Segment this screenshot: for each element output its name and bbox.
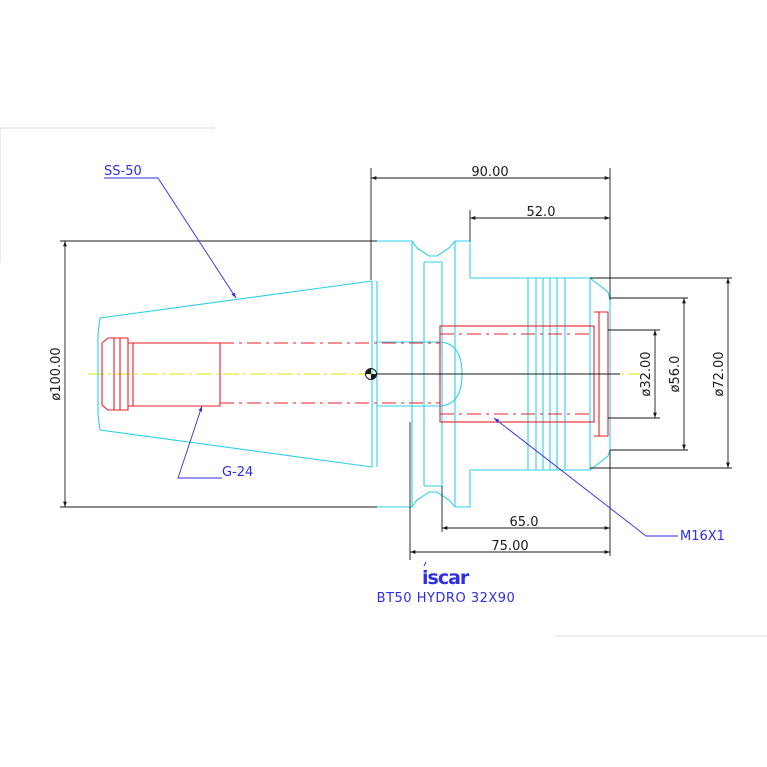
dim-52: 52.0 [527,205,556,220]
gauge-point [365,368,620,380]
bore-features [101,311,609,437]
dim-75: 75.00 [491,539,528,554]
dim-90: 90.00 [471,165,508,180]
dimension-lines [60,168,732,560]
drawing-caption: BT50 HYDRO 32X90 [377,591,516,606]
label-g24: G-24 [222,465,253,480]
leader-lines [104,177,678,537]
sheet-frame [0,127,767,637]
dim-dia-32: ø32.00 [639,351,654,396]
dim-dia-72: ø72.00 [712,351,727,396]
dim-dia-56: ø56.0 [668,356,683,393]
label-m16: M16X1 [680,529,725,544]
dim-65: 65.0 [510,515,539,530]
svg-text:iscar: iscar [422,567,470,589]
dim-dia-100: ø100.00 [49,347,64,400]
iscar-logo: iscar [422,561,471,589]
label-ss50: SS-50 [104,164,142,179]
